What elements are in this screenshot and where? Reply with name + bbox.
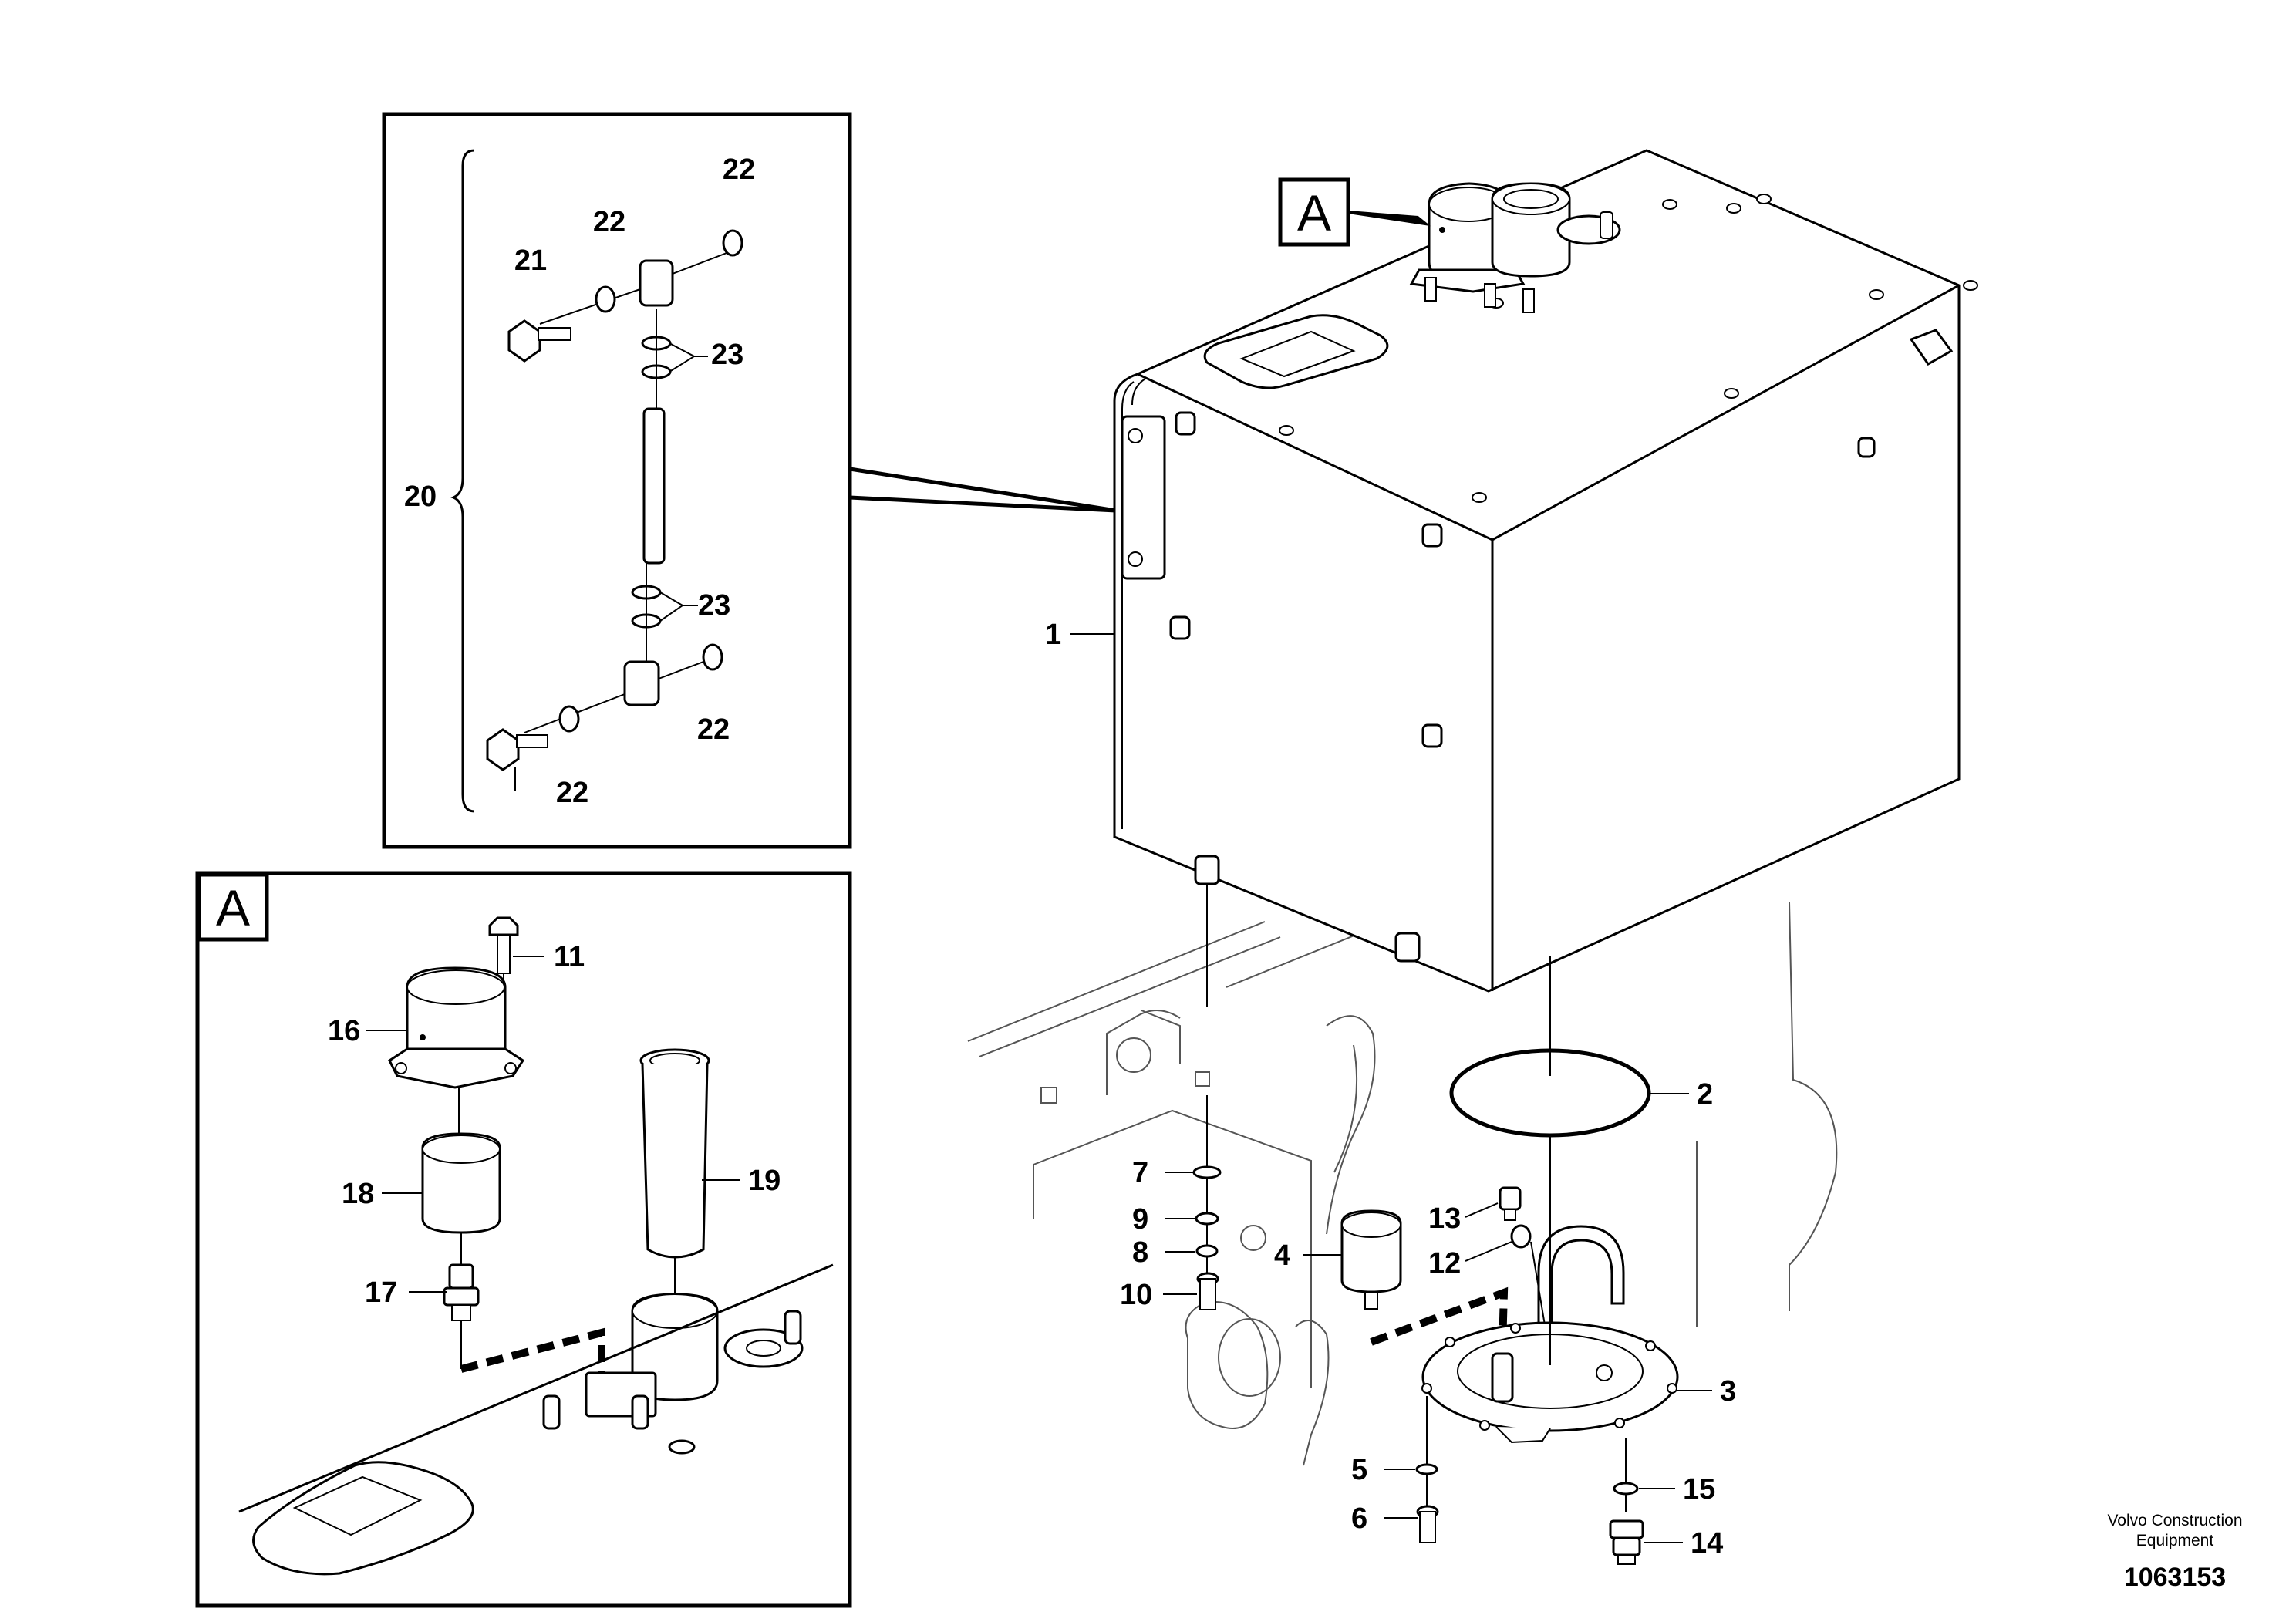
- filler-neck-base: [542, 1293, 804, 1455]
- bolt-10: [1196, 1272, 1219, 1310]
- washer-8: [1195, 1244, 1219, 1258]
- main-a-letter: A: [1297, 184, 1331, 241]
- inset-frame-bottom: [195, 871, 852, 1608]
- label-18: 18: [342, 1178, 374, 1210]
- floor-edge: [238, 1263, 834, 1513]
- label-20: 20: [404, 481, 437, 513]
- inset-detail-a: A: [195, 871, 852, 1608]
- washer-7: [1192, 1165, 1222, 1179]
- label-23-lower: 23: [698, 589, 730, 622]
- label-13: 13: [1428, 1202, 1461, 1235]
- label-14: 14: [1691, 1527, 1723, 1560]
- label-21: 21: [514, 244, 547, 277]
- label-8: 8: [1132, 1236, 1148, 1269]
- washer-5: [1415, 1463, 1438, 1475]
- plug-14: [1609, 1519, 1644, 1565]
- main-tank-view: A: [967, 149, 1978, 1565]
- bolt-6: [1416, 1505, 1439, 1543]
- lower-elbow-fitting: [486, 643, 723, 791]
- company-name-line2: Equipment: [2136, 1532, 2214, 1549]
- fitting-13: [1499, 1186, 1522, 1221]
- o-ring-22-upper-right: [722, 229, 743, 257]
- label-9: 9: [1132, 1203, 1148, 1236]
- label-22-lower-right: 22: [697, 713, 730, 746]
- label-12: 12: [1428, 1247, 1461, 1280]
- hose-route-dashed-a: [460, 1327, 605, 1387]
- label-3: 3: [1720, 1375, 1736, 1408]
- tank-bottom-fitting-b: [1394, 932, 1421, 963]
- bolt-lower: [486, 728, 520, 771]
- o-ring-22-upper-left: [595, 285, 616, 313]
- suction-flange-3: [1421, 1321, 1679, 1444]
- detail-a-letter: A: [216, 879, 250, 936]
- upper-elbow-fitting: [507, 229, 743, 363]
- filter-element-4: [1340, 1209, 1402, 1310]
- machine-frame-background: [967, 840, 1838, 1466]
- inset-leader: [849, 467, 1117, 513]
- company-name-line1: Volvo Construction: [2107, 1512, 2242, 1529]
- strainer-19: [639, 1048, 710, 1259]
- fitting-17: [443, 1263, 480, 1321]
- washer-9: [1195, 1212, 1219, 1226]
- side-gauge-bracket: [1121, 415, 1166, 580]
- inset-level-gauge: 22 22 21 23 20 23 22 22: [382, 112, 852, 849]
- filter-element-18: [421, 1132, 501, 1234]
- label-17: 17: [365, 1276, 397, 1309]
- label-7: 7: [1132, 1157, 1148, 1189]
- bolt-21: [507, 319, 541, 363]
- seal-15: [1613, 1482, 1639, 1496]
- label-15: 15: [1683, 1473, 1715, 1506]
- washer-12: [1510, 1224, 1532, 1249]
- label-22-upper: 22: [593, 206, 625, 238]
- inset-frame-top: [382, 112, 852, 849]
- label-10: 10: [1120, 1279, 1152, 1311]
- sight-tube: [642, 407, 666, 565]
- brace-20: [450, 149, 475, 813]
- label-4: 4: [1274, 1239, 1290, 1272]
- label-22-top: 22: [723, 153, 755, 186]
- label-19: 19: [748, 1165, 781, 1197]
- detail-a-tag: [197, 872, 269, 942]
- label-5: 5: [1351, 1454, 1367, 1486]
- label-6: 6: [1351, 1502, 1367, 1535]
- label-16: 16: [328, 1015, 360, 1047]
- label-11: 11: [554, 941, 585, 973]
- tank-side-bosses: [1169, 411, 1876, 748]
- o-ring-22-lower-left: [558, 705, 580, 733]
- tank-top-bolts: [1279, 194, 1978, 503]
- label-2: 2: [1697, 1078, 1713, 1111]
- hose-route-dashed-b: [1370, 1286, 1509, 1347]
- label-23-upper: 23: [711, 339, 743, 371]
- tank-bottom-fitting-a: [1194, 855, 1220, 885]
- label-1: 1: [1045, 619, 1061, 651]
- o-ring-22-lower-right: [702, 643, 723, 671]
- top-block: [1909, 329, 1954, 366]
- breather-cap-16: [388, 966, 525, 1089]
- top-filler-neck: [1491, 182, 1621, 313]
- bolt-11: [488, 916, 519, 1072]
- top-breather: [1409, 182, 1526, 308]
- label-22-bottom: 22: [556, 777, 588, 809]
- drawing-number: 1063153: [2124, 1563, 2226, 1592]
